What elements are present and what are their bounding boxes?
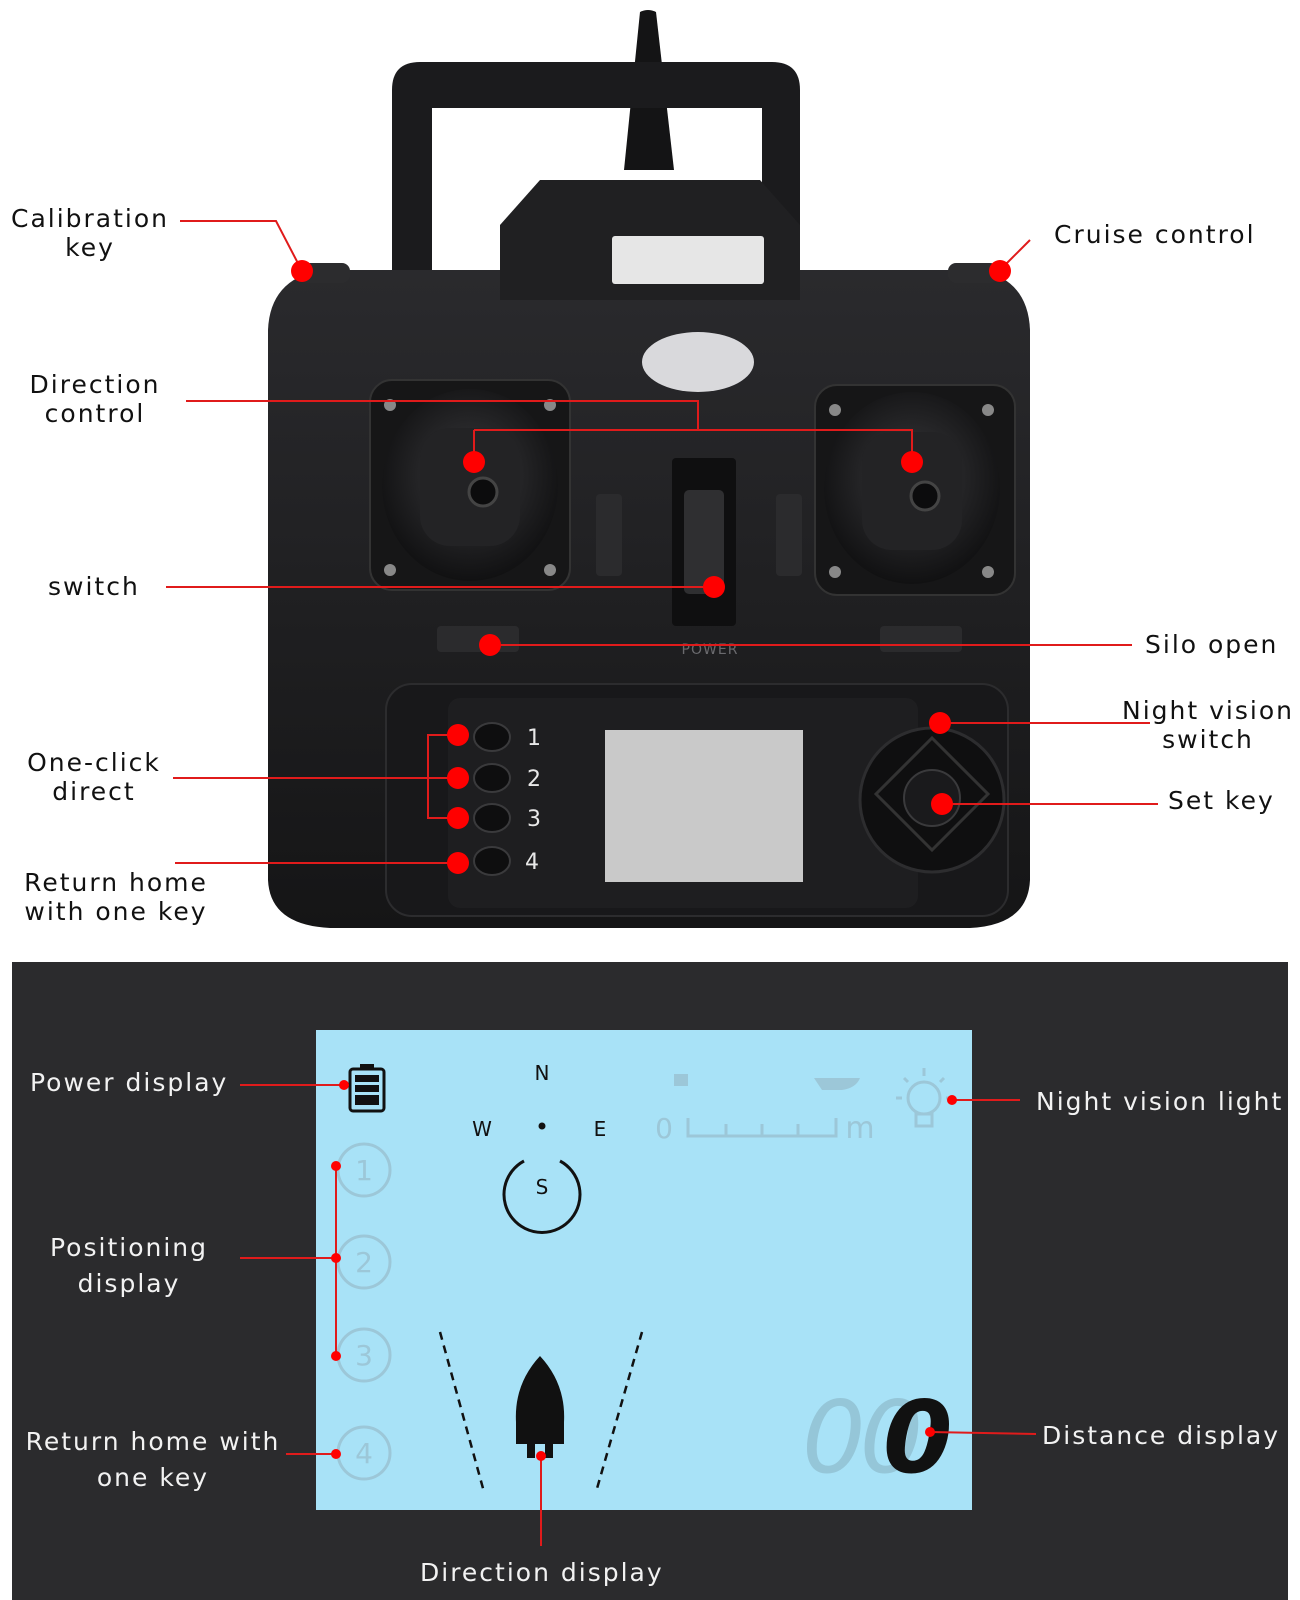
direction-display-dot	[536, 1451, 546, 1461]
position-slot-4-number: 4	[355, 1437, 373, 1470]
scale-start: 0	[655, 1112, 673, 1145]
positioning-dot-2	[331, 1253, 341, 1263]
compass-e: E	[594, 1117, 607, 1141]
night-vision-light-label: Night vision light	[1036, 1087, 1284, 1116]
power-light	[642, 332, 754, 392]
cruise-control-dot	[989, 260, 1011, 282]
button-number-4: 4	[525, 850, 539, 875]
faded-boat-outline	[814, 1078, 860, 1090]
button-number-2: 2	[527, 767, 541, 792]
distance-display-dot	[925, 1427, 935, 1437]
scale-unit: m	[845, 1111, 874, 1146]
power-switch	[684, 490, 724, 594]
left-stick-dot	[463, 451, 485, 473]
compass-icon	[502, 1122, 582, 1234]
lcd-screen	[316, 1030, 972, 1510]
button-number-1: 1	[527, 726, 541, 751]
top-window	[612, 236, 764, 284]
compass-w: W	[472, 1117, 492, 1141]
position-slots	[336, 1142, 392, 1481]
right-trim	[776, 494, 802, 576]
positioning-dot-3	[331, 1351, 341, 1361]
power-display-label: Power display	[30, 1068, 229, 1097]
switch-dot	[703, 576, 725, 598]
button-number-3: 3	[527, 807, 541, 832]
button-4-dot	[447, 852, 469, 874]
return-home-dot	[331, 1449, 341, 1459]
compass-n: N	[535, 1061, 550, 1085]
distance-digit-active: 0	[883, 1379, 953, 1496]
night-vision-switch-dot	[929, 712, 951, 734]
button-3-dot	[447, 807, 469, 829]
button-1-dot	[447, 724, 469, 746]
position-slot-1-number: 1	[355, 1154, 373, 1187]
controller-lcd	[605, 730, 803, 882]
distance-display-label: Distance display	[1042, 1421, 1281, 1450]
controller-illustration: POWER 1 2 3 4	[166, 10, 1158, 928]
cruise-key-bump	[948, 263, 998, 283]
button-4[interactable]	[473, 846, 511, 876]
silo-open-label: Silo open	[1145, 630, 1279, 659]
left-silo-trim	[437, 626, 519, 652]
switch-label: switch	[48, 572, 140, 601]
distance-scale-faded	[686, 1118, 838, 1138]
top-callout-dots	[291, 260, 1011, 874]
cruise-control-label: Cruise control	[1054, 220, 1256, 249]
bottom-callout-lines	[240, 1084, 1037, 1546]
positioning-dot-1	[331, 1161, 341, 1171]
battery-icon	[348, 1064, 386, 1113]
button-2[interactable]	[473, 763, 511, 793]
silo-open-dot	[479, 634, 501, 656]
carry-handle	[392, 62, 800, 270]
compass-s: S	[536, 1175, 549, 1199]
set-key-dot	[931, 793, 953, 815]
set-key[interactable]	[903, 769, 961, 827]
lcd-illustration: N S W E 0 m 1	[240, 1061, 1037, 1546]
calibration-key-dot	[291, 260, 313, 282]
direction-display-label: Direction display	[420, 1558, 664, 1587]
button-1[interactable]	[473, 722, 511, 752]
bottom-callout-dots	[331, 1080, 957, 1461]
left-trim	[596, 494, 622, 576]
distance-digits-faded: 00	[802, 1379, 919, 1496]
night-vision-light-dot	[947, 1095, 957, 1105]
set-key-label: Set key	[1168, 786, 1275, 815]
button-2-dot	[447, 767, 469, 789]
lightbulb-icon	[896, 1068, 952, 1128]
faded-marker	[674, 1074, 688, 1086]
right-stick-dot	[901, 451, 923, 473]
power-display-dot	[339, 1080, 349, 1090]
position-slot-2-number: 2	[355, 1246, 373, 1279]
right-silo-trim	[880, 626, 962, 652]
button-3[interactable]	[473, 803, 511, 833]
top-callout-lines	[166, 220, 1158, 864]
boat-icon	[515, 1356, 565, 1444]
position-slot-3-number: 3	[355, 1339, 373, 1372]
